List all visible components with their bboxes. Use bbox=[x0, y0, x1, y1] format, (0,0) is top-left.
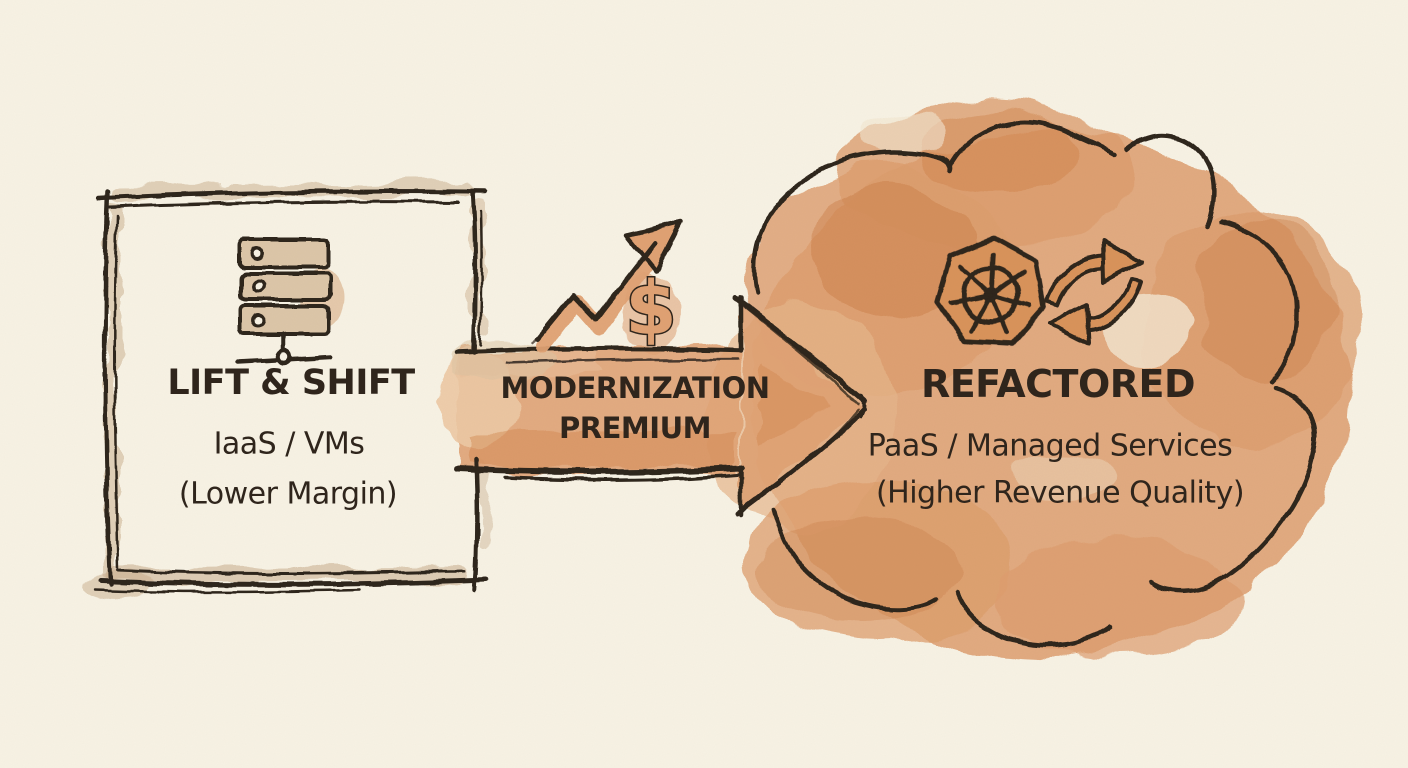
refactored-note: (Higher Revenue Quality) bbox=[875, 475, 1245, 511]
lift-shift-note: (Lower Margin) bbox=[178, 476, 398, 512]
lift-shift-title: LIFT & SHIFT bbox=[167, 363, 415, 403]
refactored-subtitle: PaaS / Managed Services bbox=[867, 428, 1233, 464]
lift-shift-subtitle: IaaS / VMs bbox=[213, 426, 365, 462]
refactored-title: REFACTORED bbox=[920, 362, 1196, 406]
arrow-label-line1: MODERNIZATION bbox=[500, 371, 771, 405]
arrow-label-line2: PREMIUM bbox=[559, 411, 711, 445]
